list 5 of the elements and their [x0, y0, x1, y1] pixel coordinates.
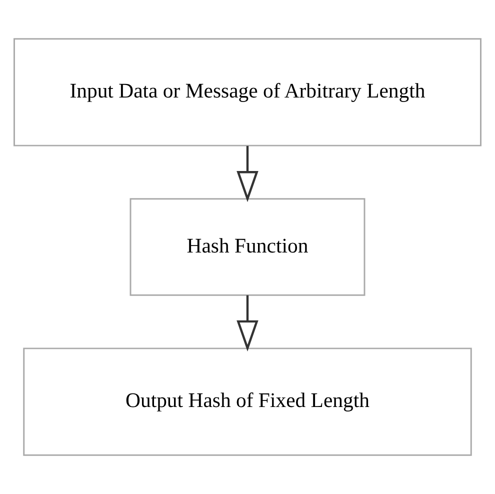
node-box: Hash Function — [130, 198, 366, 296]
arrow — [236, 146, 258, 202]
arrow — [236, 295, 258, 352]
node-box: Output Hash of Fixed Length — [23, 348, 472, 456]
node-box: Input Data or Message of Arbitrary Length — [14, 38, 482, 146]
